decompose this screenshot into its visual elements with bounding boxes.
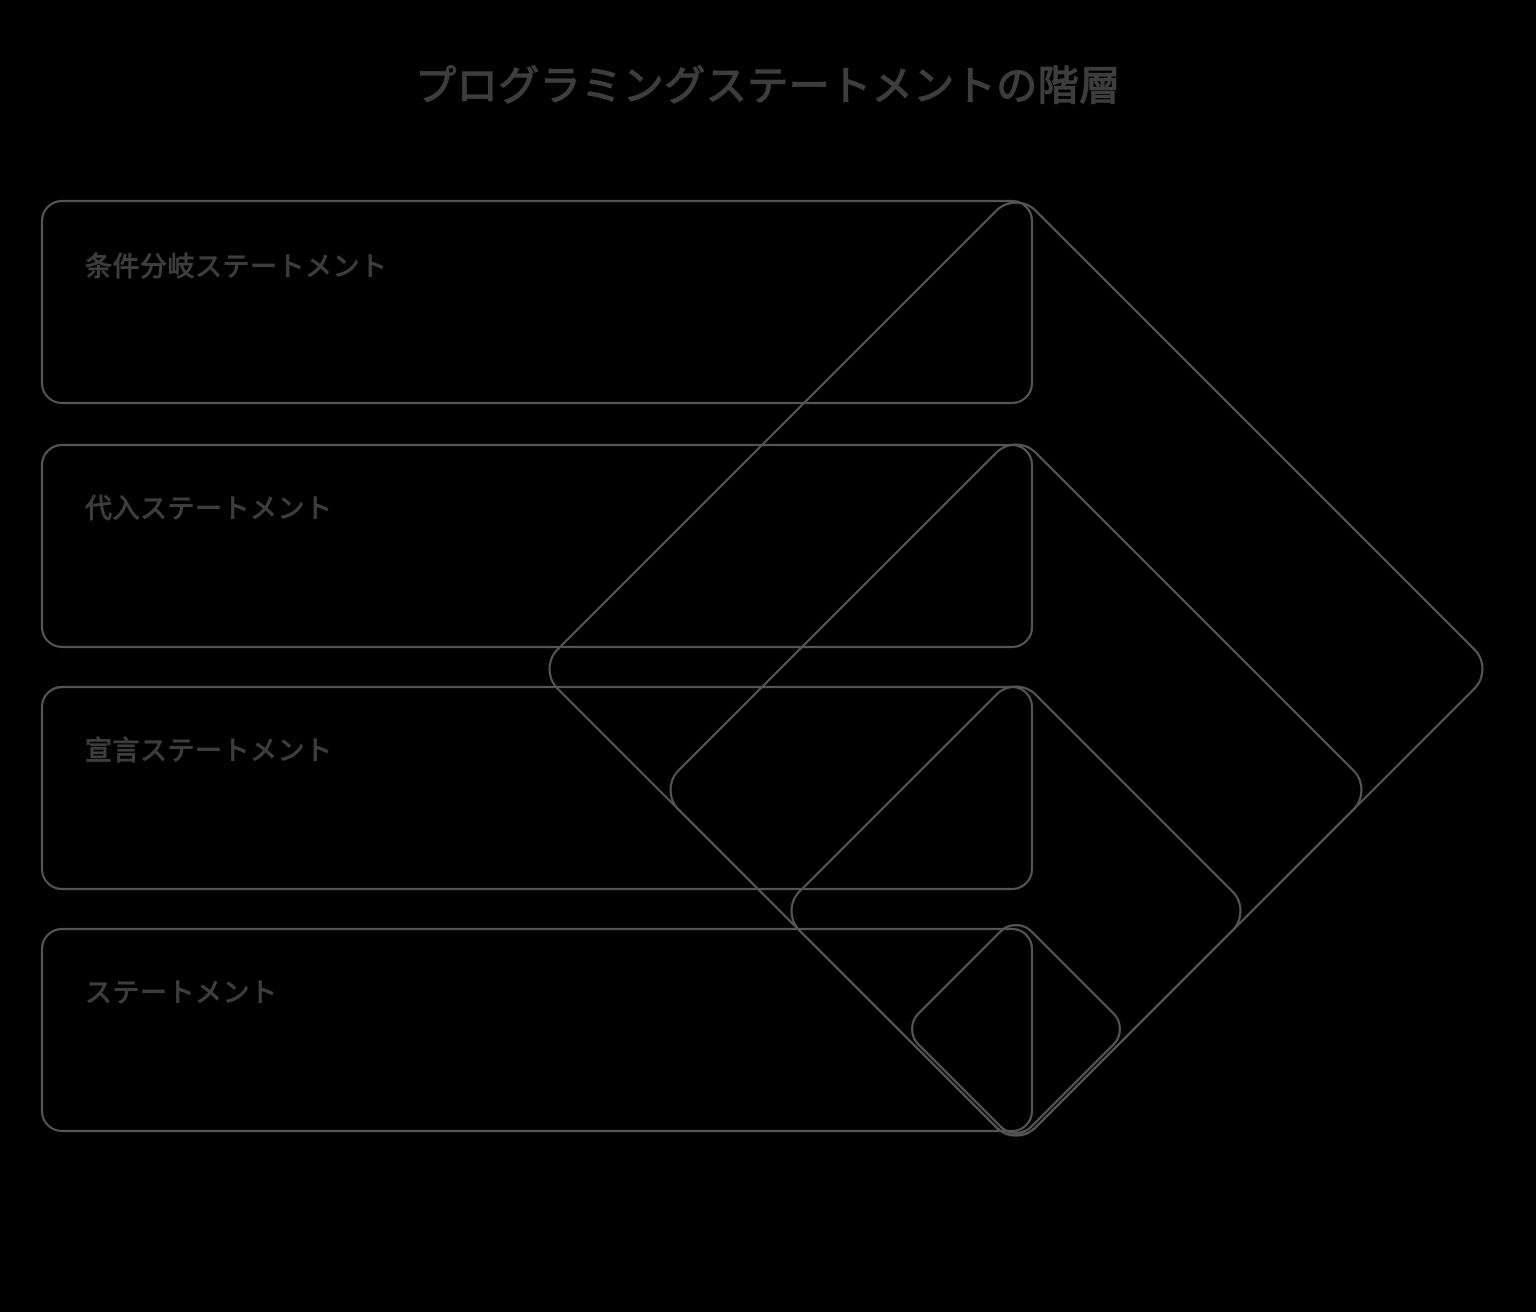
layer-box-3 bbox=[40, 685, 1034, 891]
hierarchy-layer-3 bbox=[40, 685, 1242, 1137]
layer-box-2 bbox=[40, 443, 1034, 649]
layer-diamond-3 bbox=[790, 685, 1242, 1137]
layer-box-1 bbox=[40, 199, 1034, 405]
layer-box-4 bbox=[40, 927, 1034, 1133]
layer-diamond-4 bbox=[911, 924, 1121, 1134]
layer-label-2: 代入ステートメント bbox=[85, 494, 333, 524]
layer-label-4: ステートメント bbox=[85, 978, 278, 1008]
layer-diamond-1 bbox=[548, 201, 1484, 1137]
layer-diamond-2 bbox=[669, 443, 1363, 1137]
page-title: プログラミングステートメントの階層 bbox=[415, 63, 1121, 109]
hierarchy-layer-2 bbox=[40, 443, 1363, 1137]
hierarchy-layer-4 bbox=[40, 924, 1121, 1134]
layer-shape-group bbox=[40, 199, 1484, 1137]
layer-label-1: 条件分岐ステートメント bbox=[85, 252, 388, 282]
layer-label-3: 宣言ステートメント bbox=[85, 736, 333, 766]
